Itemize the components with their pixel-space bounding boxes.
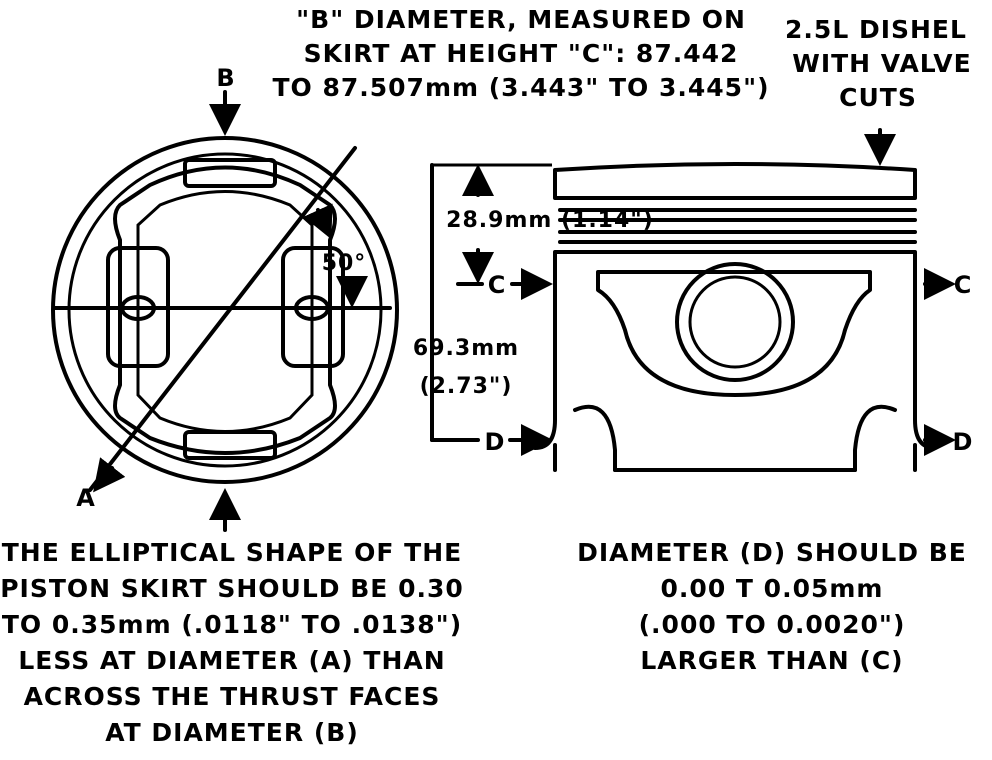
top-rib bbox=[183, 158, 277, 188]
bottom-rib bbox=[183, 430, 277, 460]
b-diameter-line-1: "B" DIAMETER, MEASURED ON bbox=[296, 5, 746, 34]
piston-skirt bbox=[533, 250, 937, 450]
elliptical-line-1: THE ELLIPTICAL SHAPE OF THE bbox=[2, 538, 462, 567]
label-c-left: C bbox=[488, 271, 507, 299]
elliptical-line-4: LESS AT DIAMETER (A) THAN bbox=[18, 646, 445, 675]
ring-height-label: 28.9mm (1.14") bbox=[446, 208, 654, 233]
b-diameter-line-3: TO 87.507mm (3.443" TO 3.445") bbox=[272, 73, 769, 102]
elliptical-line-5: ACROSS THE THRUST FACES bbox=[24, 682, 441, 711]
skirt-height-in: (2.73") bbox=[420, 374, 513, 399]
diameter-d-line-3: (.000 TO 0.0020") bbox=[639, 610, 906, 639]
dished-line-2: WITH VALVE bbox=[792, 49, 971, 78]
label-d-left: D bbox=[485, 428, 506, 456]
label-angle: 50° bbox=[322, 251, 367, 276]
skirt-leg-left bbox=[553, 404, 617, 472]
piston-top-view: B A 50° bbox=[51, 64, 399, 532]
piston-side-view: C C D D 28.9mm (1.14") 69.3mm (2.73") bbox=[413, 128, 974, 472]
elliptical-callout: THE ELLIPTICAL SHAPE OF THE PISTON SKIRT… bbox=[0, 538, 464, 747]
label-d-right: D bbox=[953, 428, 974, 456]
diameter-d-line-2: 0.00 T 0.05mm bbox=[661, 574, 884, 603]
elliptical-line-3: TO 0.35mm (.0118" TO .0138") bbox=[2, 610, 462, 639]
pin-boss-inner bbox=[688, 275, 782, 369]
elliptical-line-6: AT DIAMETER (B) bbox=[105, 718, 359, 747]
pin-boss-outer bbox=[675, 262, 795, 382]
dished-line-1: 2.5L DISHEL bbox=[785, 15, 967, 44]
label-a: A bbox=[76, 484, 96, 512]
diameter-d-line-4: LARGER THAN (C) bbox=[640, 646, 903, 675]
diameter-d-callout: DIAMETER (D) SHOULD BE 0.00 T 0.05mm (.0… bbox=[577, 538, 967, 675]
b-diameter-callout: "B" DIAMETER, MEASURED ON SKIRT AT HEIGH… bbox=[272, 5, 769, 102]
skirt-leg-right bbox=[853, 404, 917, 472]
skirt-height-mm: 69.3mm bbox=[413, 336, 519, 361]
diameter-d-line-1: DIAMETER (D) SHOULD BE bbox=[577, 538, 967, 567]
label-c-right: C bbox=[954, 271, 973, 299]
skirt-inner-outline bbox=[136, 190, 314, 433]
piston-crown bbox=[553, 162, 917, 200]
label-b: B bbox=[216, 64, 235, 92]
angle-arrow-top bbox=[303, 203, 333, 240]
piston-outer-circle bbox=[51, 136, 399, 484]
skirt-outline bbox=[113, 165, 337, 455]
diameter-a-arrow bbox=[93, 457, 126, 493]
elliptical-line-2: PISTON SKIRT SHOULD BE 0.30 bbox=[0, 574, 464, 603]
dished-callout: 2.5L DISHEL WITH VALVE CUTS bbox=[785, 15, 971, 112]
dished-line-3: CUTS bbox=[839, 83, 917, 112]
pin-window bbox=[596, 270, 872, 397]
b-diameter-line-2: SKIRT AT HEIGHT "C": 87.442 bbox=[304, 39, 739, 68]
